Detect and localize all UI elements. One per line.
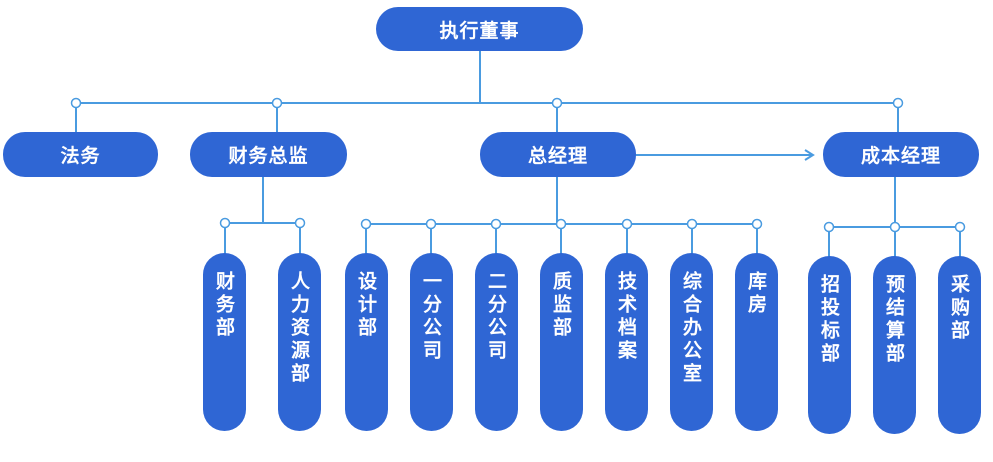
node-legal: 法务 [3,132,158,177]
junction-dot [823,221,835,233]
node-branch-two: 二分公司 [475,253,518,431]
node-label: 成本经理 [860,145,941,167]
node-label: 库房 [745,271,767,317]
junction-dot [294,217,306,229]
node-finance-director: 财务总监 [190,132,347,177]
junction-dot [621,218,633,230]
junction-dot [271,97,283,109]
node-purchasing-dept: 采购部 [938,256,981,434]
node-label: 执行董事 [439,19,520,42]
node-label: 综合办公室 [680,271,702,386]
node-label: 质监部 [550,271,572,340]
junction-dot [70,97,82,109]
node-label: 人力资源部 [288,271,310,386]
node-bidding-dept: 招投标部 [808,256,851,434]
node-general-manager: 总经理 [480,132,636,177]
node-cost-manager: 成本经理 [823,132,979,177]
junction-dot [490,218,502,230]
junction-dot [889,221,901,233]
node-finance-dept: 财务部 [203,253,246,431]
node-hr-dept: 人力资源部 [278,253,321,431]
junction-dot [954,221,966,233]
node-label: 采购部 [948,274,970,343]
junction-dot [686,218,698,230]
node-label: 财务部 [213,271,235,340]
junction-dot [892,97,904,109]
node-budget-dept: 预结算部 [873,256,916,434]
node-label: 一分公司 [420,271,442,363]
junction-dot [555,218,567,230]
node-quality-dept: 质监部 [540,253,583,431]
arrow-head-icon [804,149,815,161]
node-label: 二分公司 [485,271,507,363]
node-label: 设计部 [355,271,377,340]
node-label: 财务总监 [228,145,309,167]
node-tech-archive: 技术档案 [605,253,648,431]
junction-dot [551,97,563,109]
node-label: 预结算部 [883,274,905,366]
node-general-office: 综合办公室 [670,253,713,431]
node-branch-one: 一分公司 [410,253,453,431]
junction-dot [219,217,231,229]
node-label: 招投标部 [818,274,840,366]
node-label: 总经理 [527,145,588,167]
node-design-dept: 设计部 [345,253,388,431]
node-label: 技术档案 [615,271,637,363]
node-executive-director: 执行董事 [376,7,583,51]
junction-dot [751,218,763,230]
junction-dot [425,218,437,230]
node-warehouse: 库房 [735,253,778,431]
junction-dot [360,218,372,230]
node-label: 法务 [60,145,101,167]
